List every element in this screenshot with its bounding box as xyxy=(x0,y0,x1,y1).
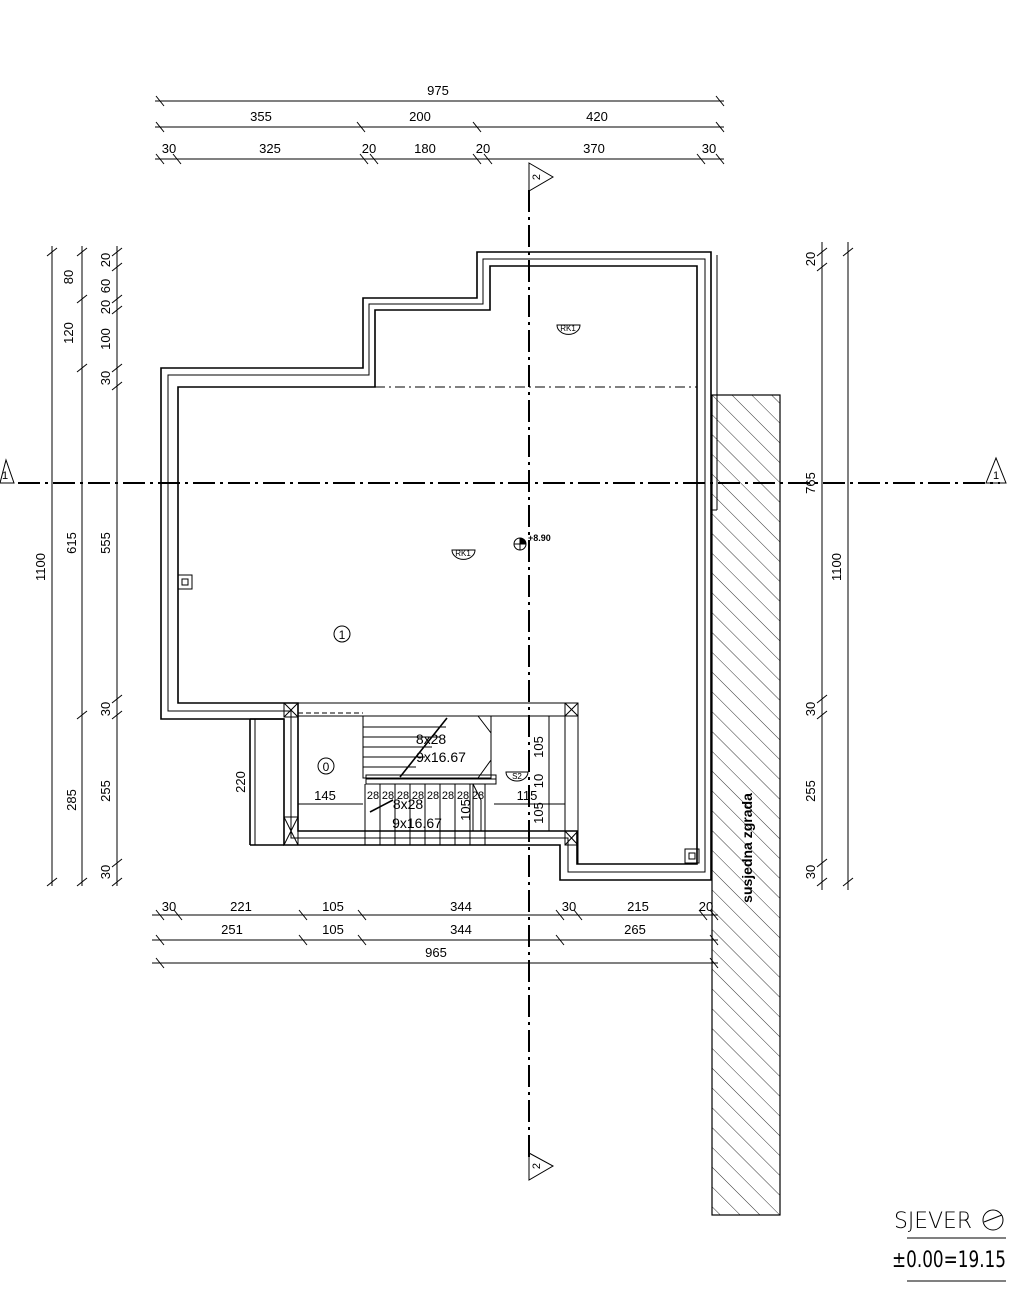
dim-left-615: 615 xyxy=(64,532,79,554)
stair-lower-riser: 9x16.67 xyxy=(392,815,442,831)
dim-left-255: 255 xyxy=(98,780,113,802)
dim-145: 145 xyxy=(314,788,336,803)
inner-wall-line xyxy=(177,265,698,865)
dim-top-200: 200 xyxy=(409,109,431,124)
building-walls xyxy=(160,251,718,881)
section-1-label-left: 1 xyxy=(2,470,8,482)
stair-tread-labels: 28 28 28 28 28 28 28 28 xyxy=(367,790,484,802)
dim-220: 220 xyxy=(233,771,248,793)
internal-dimensions: 220 145 115 105 10 105 105 xyxy=(233,716,565,845)
neighbor-building: susjedna zgrada xyxy=(711,394,781,1216)
stair-upper-tread: 8x28 xyxy=(416,731,447,747)
rk1-label-center: RK1 xyxy=(455,549,471,558)
dim-left-30b: 30 xyxy=(98,702,113,716)
dim-left-555: 555 xyxy=(98,532,113,554)
dim-bot-221: 221 xyxy=(230,899,252,914)
dim-right-765: 765 xyxy=(803,472,818,494)
dim-left-285: 285 xyxy=(64,789,79,811)
dim-left-1100: 1100 xyxy=(33,553,48,581)
dim-bot-344a: 344 xyxy=(450,899,472,914)
stair-lower-tread: 8x28 xyxy=(393,796,424,812)
dim-bot-105a: 105 xyxy=(322,899,344,914)
dim-top-30a: 30 xyxy=(162,141,176,156)
level-marker: +8.90 xyxy=(528,533,551,543)
tread-label: 28 xyxy=(397,790,409,802)
tread-label: 28 xyxy=(412,790,424,802)
dim-top-180: 180 xyxy=(414,141,436,156)
north-arrow-icon xyxy=(982,1209,1004,1231)
downspout-right xyxy=(684,848,700,864)
dim-bot-965: 965 xyxy=(425,945,447,960)
room-number-0: 0 xyxy=(323,760,330,774)
dim-right-20: 20 xyxy=(803,252,818,266)
tread-label: 28 xyxy=(367,790,379,802)
dim-115: 115 xyxy=(517,788,538,803)
dim-bot-105b: 105 xyxy=(322,922,344,937)
dim-left-100: 100 xyxy=(98,328,113,350)
dim-right-255: 255 xyxy=(803,780,818,802)
section-2-label-bottom: 2 xyxy=(531,1163,543,1169)
elevation-label: ±0.00=19.15 xyxy=(892,1248,1006,1273)
dim-right-30b: 30 xyxy=(803,865,818,879)
dim-top-20b: 20 xyxy=(476,141,490,156)
bottom-dimension-chains: 30 221 105 344 30 215 20 251 105 344 265… xyxy=(152,899,719,969)
dim-top-20a: 20 xyxy=(362,141,376,156)
dim-top-overall: 975 xyxy=(427,83,449,98)
dim-right-1100: 1100 xyxy=(829,553,844,581)
dim-bot-215: 215 xyxy=(627,899,649,914)
tread-label: 28 xyxy=(427,790,439,802)
dim-left-120: 120 xyxy=(61,322,76,344)
dim-left-20a: 20 xyxy=(98,253,113,267)
room-labels: 1 0 RK1 RK1 S2 +8.90 xyxy=(177,324,700,864)
room-number-1: 1 xyxy=(339,628,346,642)
left-dimension-chains: 1100 80 120 615 285 20 60 20 100 30 555 … xyxy=(33,246,123,887)
dim-105-right-upper: 105 xyxy=(531,736,546,758)
dim-10: 10 xyxy=(531,774,546,788)
dim-105-right-lower: 105 xyxy=(531,802,546,824)
dim-right-30a: 30 xyxy=(803,702,818,716)
tread-label: 28 xyxy=(442,790,454,802)
dim-left-30a: 30 xyxy=(98,371,113,385)
section-1-label-right: 1 xyxy=(993,470,999,482)
dim-top-420: 420 xyxy=(586,109,608,124)
wall-mid-line xyxy=(167,258,706,873)
neighbor-building-hatch xyxy=(711,394,781,1216)
top-dimension-chains: 975 355 200 420 30 325 20 180 20 370 30 xyxy=(155,83,725,165)
dim-bot-30b: 30 xyxy=(562,899,576,914)
dim-bot-251: 251 xyxy=(221,922,243,937)
north-label: SJEVER xyxy=(894,1209,972,1234)
tread-label: 28 xyxy=(382,790,394,802)
dim-top-325: 325 xyxy=(259,141,281,156)
dim-top-355: 355 xyxy=(250,109,272,124)
s2-label: S2 xyxy=(512,772,522,781)
section-axes: 1 1 2 2 xyxy=(0,162,1007,1181)
dim-bot-30a: 30 xyxy=(162,899,176,914)
section-2-label-top: 2 xyxy=(531,174,543,180)
dim-105-stair: 105 xyxy=(458,799,473,821)
dim-top-370: 370 xyxy=(583,141,605,156)
downspout-left xyxy=(177,574,193,590)
dim-left-80: 80 xyxy=(61,270,76,284)
tread-label: 28 xyxy=(472,790,484,802)
tread-label: 28 xyxy=(457,790,469,802)
dim-left-20b: 20 xyxy=(98,300,113,314)
dim-bot-20: 20 xyxy=(699,899,713,914)
dim-left-60: 60 xyxy=(98,279,113,293)
dim-bot-265: 265 xyxy=(624,922,646,937)
stair-upper-riser: 9x16.67 xyxy=(416,749,466,765)
dim-left-30c: 30 xyxy=(98,865,113,879)
staircase: 8x28 9x16.67 8x28 9x16.67 28 28 28 28 28… xyxy=(362,715,497,845)
rk1-label-top: RK1 xyxy=(560,324,576,333)
legend-block: SJEVER ±0.00=19.15 xyxy=(892,1209,1006,1282)
dim-bot-344b: 344 xyxy=(450,922,472,937)
dim-top-30b: 30 xyxy=(702,141,716,156)
neighbor-building-label: susjedna zgrada xyxy=(739,793,755,903)
right-dimension-chains: 20 765 30 255 30 1100 xyxy=(803,242,854,890)
